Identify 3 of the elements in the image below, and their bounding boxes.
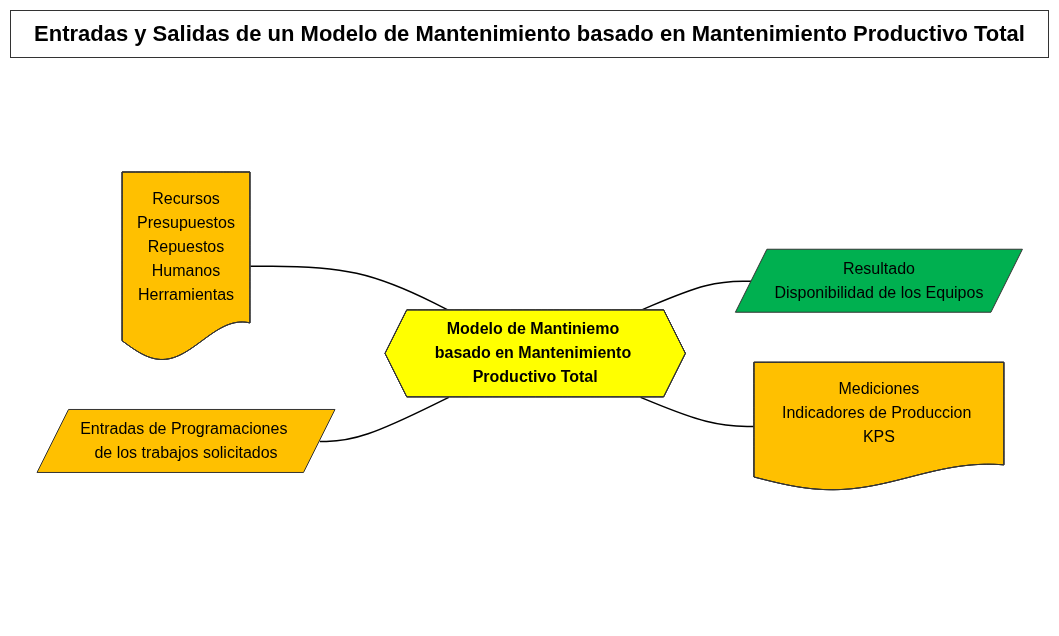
connector	[249, 265, 450, 312]
connector	[318, 396, 450, 443]
diagram-title: Entradas y Salidas de un Modelo de Mantenimiento basado en Mantenimiento Productivo Total	[10, 10, 1049, 58]
